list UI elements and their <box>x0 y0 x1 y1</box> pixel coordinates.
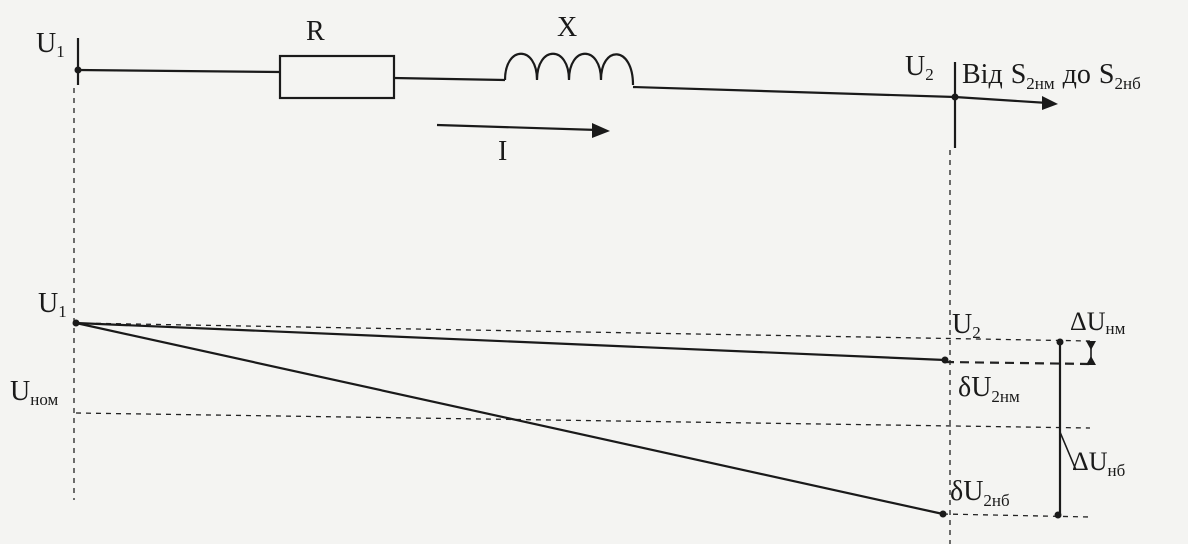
max-load-drop-line <box>75 321 944 516</box>
min-load-drop-line <box>75 321 946 362</box>
load-arrow-head <box>1042 96 1058 110</box>
inductor-symbol <box>503 52 635 86</box>
delta-u-min-label: ΔUнм <box>1070 307 1126 338</box>
circuit-u2-label: U2 <box>905 51 934 84</box>
min-load-extension <box>944 360 1091 366</box>
u1-reference-dashed <box>75 322 1091 342</box>
profile-u2-label: U2 <box>952 309 981 342</box>
load-arrow-line <box>954 95 1049 105</box>
delta-u-max-leader <box>1059 431 1077 471</box>
current-arrow-line <box>436 123 599 132</box>
max-load-point <box>939 510 947 518</box>
wire-segment <box>77 68 281 74</box>
profile-u1-label: U1 <box>38 288 67 321</box>
delta-u-max-top-dot <box>1056 338 1064 346</box>
delta-u-max-bottom-dot <box>1054 511 1062 519</box>
u1-point <box>72 319 80 327</box>
wire-segment <box>632 85 956 99</box>
u-nom-dashed <box>75 412 1091 429</box>
current-arrow-head <box>592 123 610 138</box>
reactance-label: X <box>557 12 577 43</box>
voltage-profile: U1 Uном U2 ΔUнм δU2нм ΔUнб δU2нб <box>10 288 1126 519</box>
delta-u-min-arrow-up <box>1086 356 1096 365</box>
min-load-point <box>941 356 949 364</box>
small-delta-u2-max-label: δU2нб <box>950 476 1010 510</box>
wire-segment <box>393 76 506 82</box>
max-load-extension <box>942 513 1091 518</box>
small-delta-u2-min-label: δU2нм <box>958 372 1020 406</box>
u-nom-label: Uном <box>10 376 59 409</box>
circuit-u1-label: U1 <box>36 28 65 61</box>
resistor-symbol <box>278 54 396 100</box>
current-label: I <box>498 136 507 167</box>
resistor-label: R <box>306 16 325 47</box>
delta-u-min-arrow-down <box>1086 341 1096 350</box>
delta-u-max-label: ΔUнб <box>1072 447 1125 480</box>
